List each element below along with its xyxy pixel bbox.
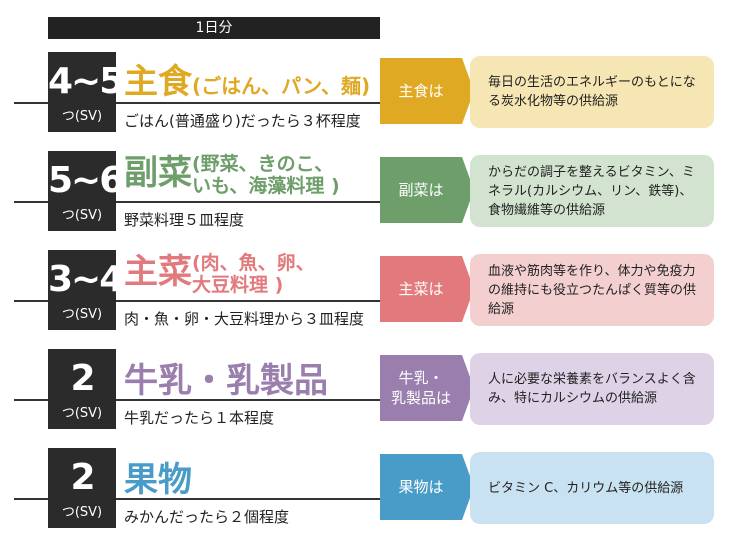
title-paren-line1: (肉、魚、卵、 — [192, 252, 315, 274]
example-text: 牛乳だったら１本程度 — [124, 409, 275, 427]
serving-unit: つ(SV) — [61, 406, 103, 421]
title-main: 主食 — [124, 62, 192, 102]
serving-count: 3~4 — [48, 259, 124, 300]
divider-line — [14, 102, 380, 104]
title-paren: (ごはん、パン、麺) — [192, 74, 371, 98]
divider-line — [14, 399, 380, 401]
example-text: 肉・魚・卵・大豆料理から３皿程度 — [124, 310, 365, 328]
food-group-title: 牛乳・乳製品 — [124, 353, 328, 402]
serving-count-box: 2 つ(SV) — [48, 448, 116, 528]
serving-count-box: 3~4 つ(SV) — [48, 250, 124, 330]
example-text: 野菜料理５皿程度 — [124, 211, 245, 229]
role-line2: 乳製品は — [390, 389, 451, 407]
role-label: 主食は — [380, 58, 474, 124]
serving-count-box: 2 つ(SV) — [48, 349, 116, 429]
title-main: 副菜 — [124, 153, 192, 193]
title-paren-line2: いも、海藻料理 ) — [192, 175, 340, 197]
role-description: ビタミン C、カリウム等の供給源 — [470, 452, 714, 524]
row-dairy: 2 つ(SV) 牛乳・乳製品 牛乳だったら１本程度 牛乳・ 乳製品は 人に必要な… — [0, 349, 754, 429]
role-description: からだの調子を整えるビタミン、ミネラル(カルシウム、リン、鉄等)、食物繊維等の供… — [470, 155, 714, 227]
example-text: ごはん(普通盛り)だったら３杯程度 — [124, 112, 361, 130]
food-group-title: 主菜(肉、魚、卵、大豆料理 ) — [124, 250, 315, 296]
role-label: 主菜は — [380, 256, 474, 322]
title-paren-line2: 大豆料理 ) — [192, 274, 284, 296]
title-main: 主菜 — [124, 252, 192, 292]
role-description: 血液や筋肉等を作り、体力や免疫力の維持にも役立つたんぱく質等の供給源 — [470, 254, 714, 326]
food-group-title: 副菜(野菜、きのこ、いも、海藻料理 ) — [124, 151, 340, 197]
role-label: 果物は — [380, 454, 474, 520]
row-side-dish: 5~6 つ(SV) 副菜(野菜、きのこ、いも、海藻料理 ) 野菜料理５皿程度 副… — [0, 151, 754, 231]
serving-unit: つ(SV) — [61, 208, 103, 223]
daily-amount-header: 1日分 — [48, 17, 380, 39]
title-paren-line1: (野菜、きのこ、 — [192, 153, 334, 175]
food-group-title: 果物 — [124, 452, 192, 501]
food-group-title: 主食(ごはん、パン、麺) — [124, 54, 370, 103]
title-paren-block: (肉、魚、卵、大豆料理 ) — [192, 252, 315, 296]
row-main-dish: 3~4 つ(SV) 主菜(肉、魚、卵、大豆料理 ) 肉・魚・卵・大豆料理から３皿… — [0, 250, 754, 330]
row-staple: 4~5 つ(SV) 主食(ごはん、パン、麺) ごはん(普通盛り)だったら３杯程度… — [0, 52, 754, 132]
divider-line — [14, 498, 380, 500]
divider-line — [14, 300, 380, 302]
serving-count-box: 4~5 つ(SV) — [48, 52, 124, 132]
serving-count: 2 — [70, 457, 95, 498]
example-text: みかんだったら２個程度 — [124, 508, 290, 526]
serving-unit: つ(SV) — [61, 109, 103, 124]
serving-unit: つ(SV) — [61, 307, 103, 322]
serving-count: 2 — [70, 358, 95, 399]
serving-count: 5~6 — [48, 160, 124, 201]
role-line1: 牛乳・ — [398, 369, 444, 387]
title-paren-block: (野菜、きのこ、いも、海藻料理 ) — [192, 153, 340, 197]
divider-line — [14, 201, 380, 203]
title-main: 牛乳・乳製品 — [124, 361, 328, 401]
serving-unit: つ(SV) — [61, 505, 103, 520]
role-description: 人に必要な栄養素をバランスよく含み、特にカルシウムの供給源 — [470, 353, 714, 425]
title-main: 果物 — [124, 460, 192, 500]
serving-count-box: 5~6 つ(SV) — [48, 151, 124, 231]
role-label: 牛乳・ 乳製品は — [380, 355, 474, 421]
role-description: 毎日の生活のエネルギーのもとになる炭水化物等の供給源 — [470, 56, 714, 128]
serving-count: 4~5 — [48, 61, 124, 102]
row-fruit: 2 つ(SV) 果物 みかんだったら２個程度 果物は ビタミン C、カリウム等の… — [0, 448, 754, 528]
role-label: 副菜は — [380, 157, 474, 223]
